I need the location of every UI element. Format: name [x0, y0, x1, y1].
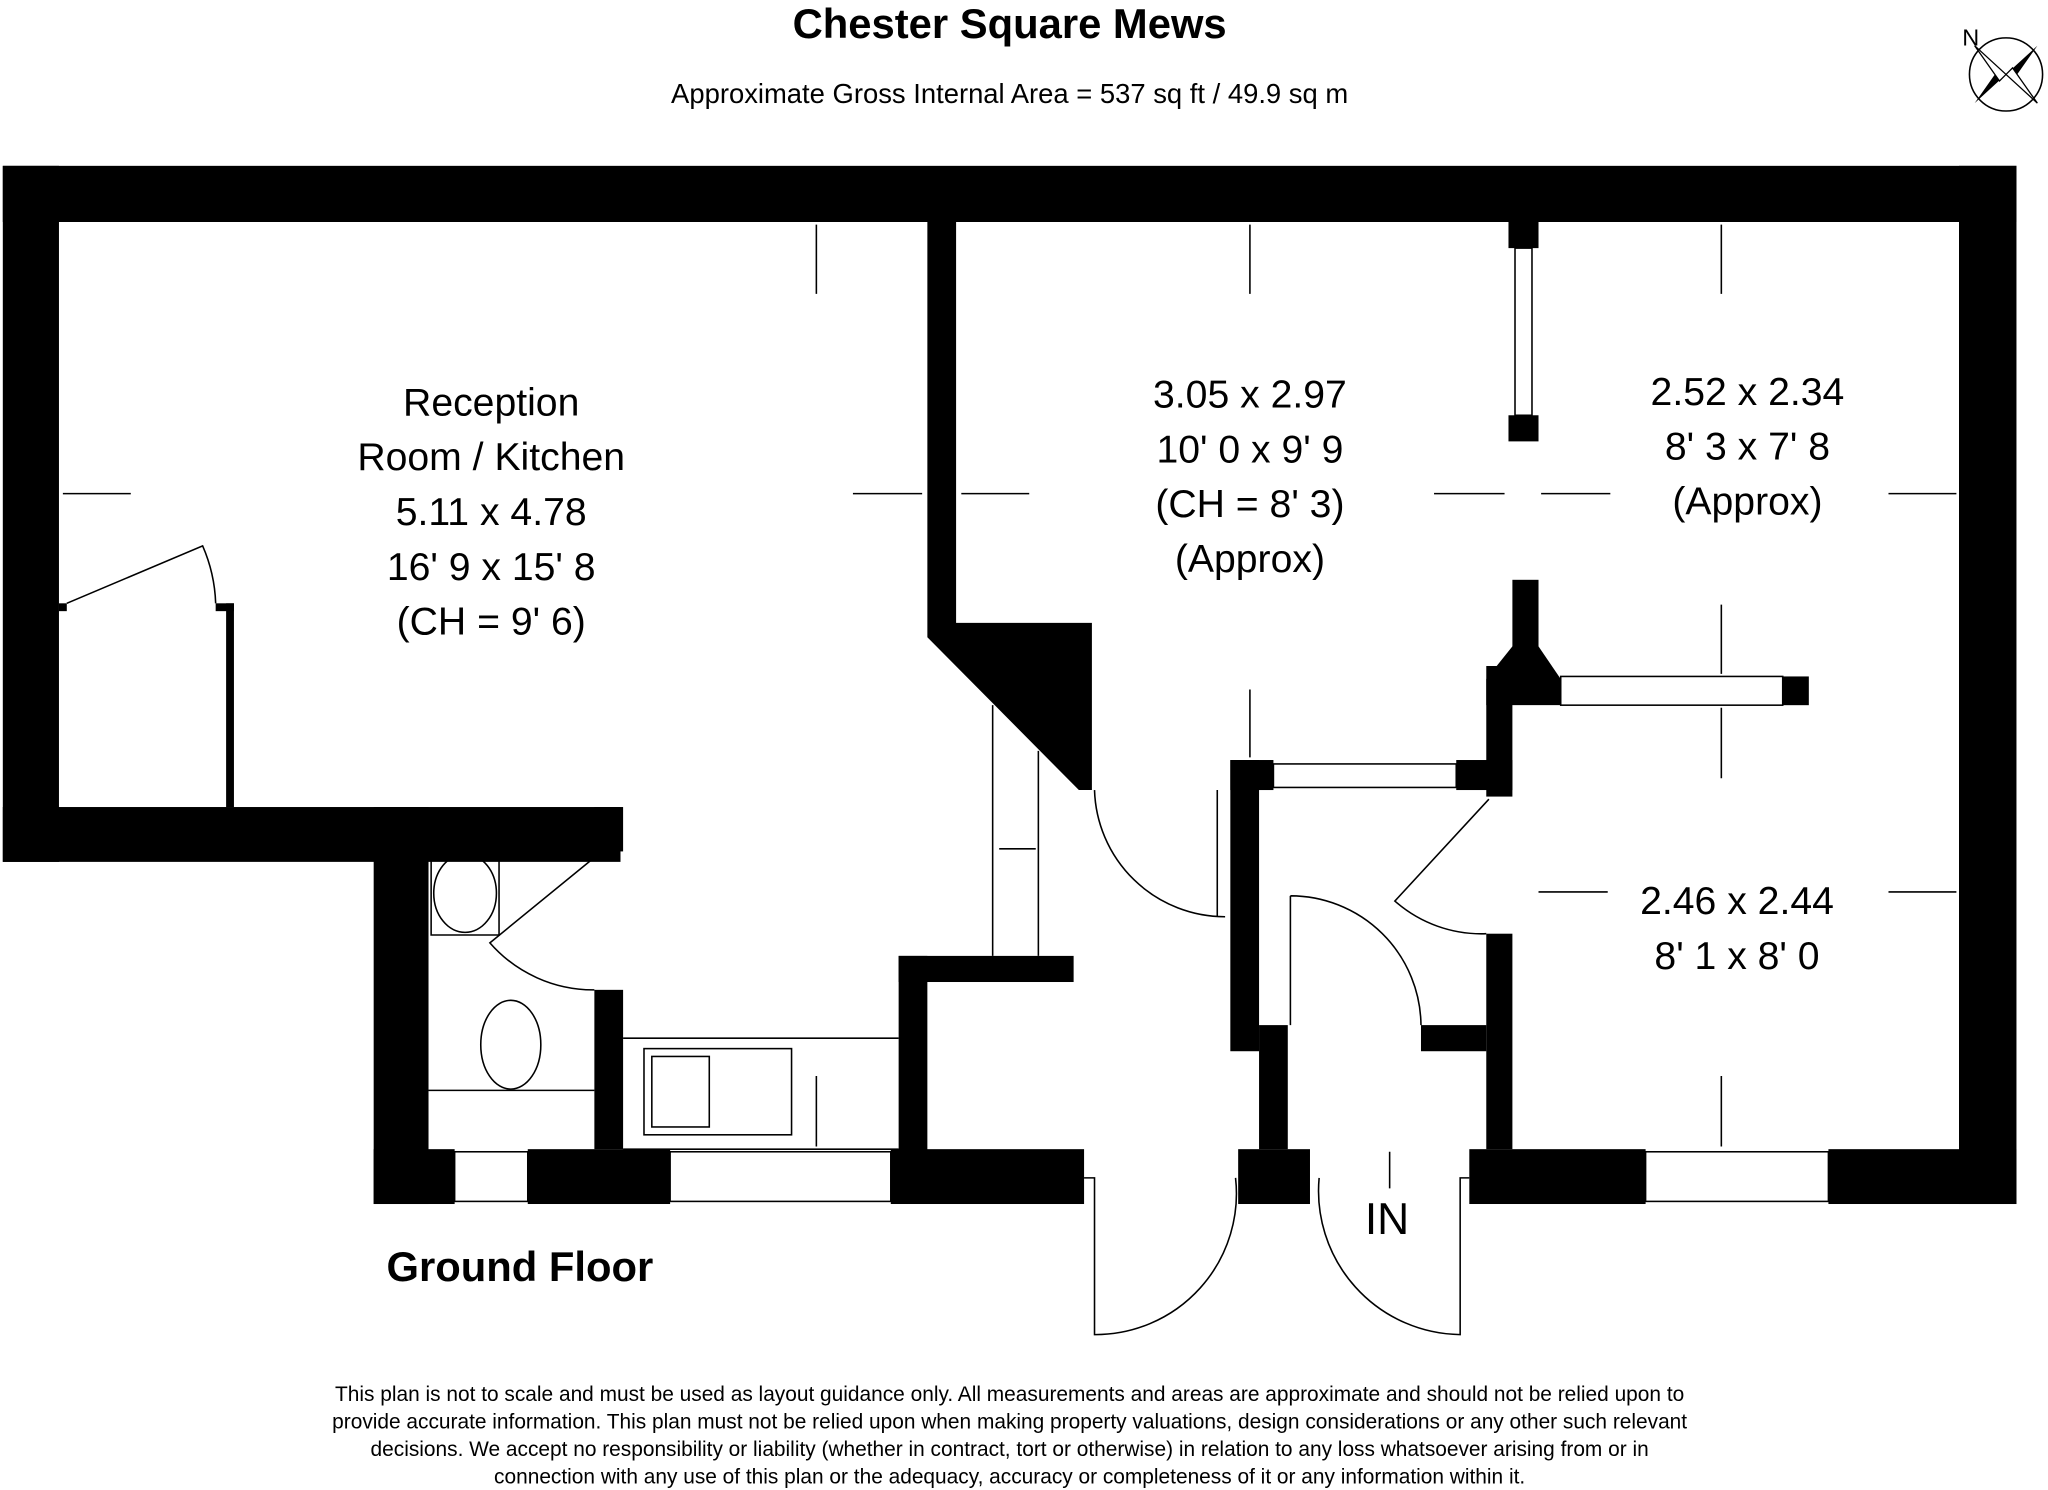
svg-text:(Approx): (Approx) — [1175, 538, 1325, 581]
svg-text:16' 9 x 15' 8: 16' 9 x 15' 8 — [387, 546, 596, 589]
svg-text:3.05 x 2.97: 3.05 x 2.97 — [1153, 373, 1347, 416]
room-lower-right: 2.46 x 2.44 8' 1 x 8' 0 — [1640, 880, 1834, 978]
svg-text:decisions. We accept no respon: decisions. We accept no responsibility o… — [371, 1438, 1649, 1461]
svg-text:(CH = 8' 3): (CH = 8' 3) — [1155, 483, 1344, 526]
svg-text:2.46 x 2.44: 2.46 x 2.44 — [1640, 880, 1834, 923]
room-reception-kitchen: Reception Room / Kitchen 5.11 x 4.78 16'… — [357, 381, 625, 643]
page-title: Chester Square Mews — [793, 0, 1227, 47]
svg-text:provide accurate information.: provide accurate information. This plan … — [332, 1411, 1687, 1434]
svg-text:connection with any use of thi: connection with any use of this plan or … — [494, 1465, 1525, 1488]
fixtures — [428, 850, 899, 1150]
svg-text:8' 1 x 8' 0: 8' 1 x 8' 0 — [1654, 935, 1819, 978]
svg-text:5.11 x 4.78: 5.11 x 4.78 — [396, 491, 587, 534]
svg-text:This plan is not to scale and: This plan is not to scale and must be us… — [335, 1383, 1684, 1406]
svg-text:8' 3 x 7' 8: 8' 3 x 7' 8 — [1665, 426, 1830, 469]
walls — [2, 165, 2017, 1205]
gross-area: Approximate Gross Internal Area = 537 sq… — [671, 78, 1348, 109]
compass-icon: N — [1962, 25, 2044, 112]
svg-text:2.52 x 2.34: 2.52 x 2.34 — [1651, 371, 1845, 414]
entrance-label: IN — [1365, 1195, 1409, 1244]
svg-text:Room / Kitchen: Room / Kitchen — [357, 436, 625, 479]
room-middle: 3.05 x 2.97 10' 0 x 9' 9 (CH = 8' 3) (Ap… — [1153, 373, 1347, 581]
doors — [66, 544, 1490, 1336]
windows — [453, 247, 1830, 1203]
disclaimer: This plan is not to scale and must be us… — [332, 1383, 1687, 1488]
svg-text:10' 0 x 9' 9: 10' 0 x 9' 9 — [1156, 428, 1343, 471]
svg-text:(Approx): (Approx) — [1672, 481, 1822, 524]
svg-text:(CH = 9' 6): (CH = 9' 6) — [397, 601, 586, 644]
floor-label: Ground Floor — [387, 1243, 654, 1290]
dimension-arrows — [62, 224, 1957, 1189]
svg-text:N: N — [1962, 25, 1979, 51]
room-upper-right: 2.52 x 2.34 8' 3 x 7' 8 (Approx) — [1651, 371, 1845, 524]
svg-text:Reception: Reception — [403, 381, 579, 424]
